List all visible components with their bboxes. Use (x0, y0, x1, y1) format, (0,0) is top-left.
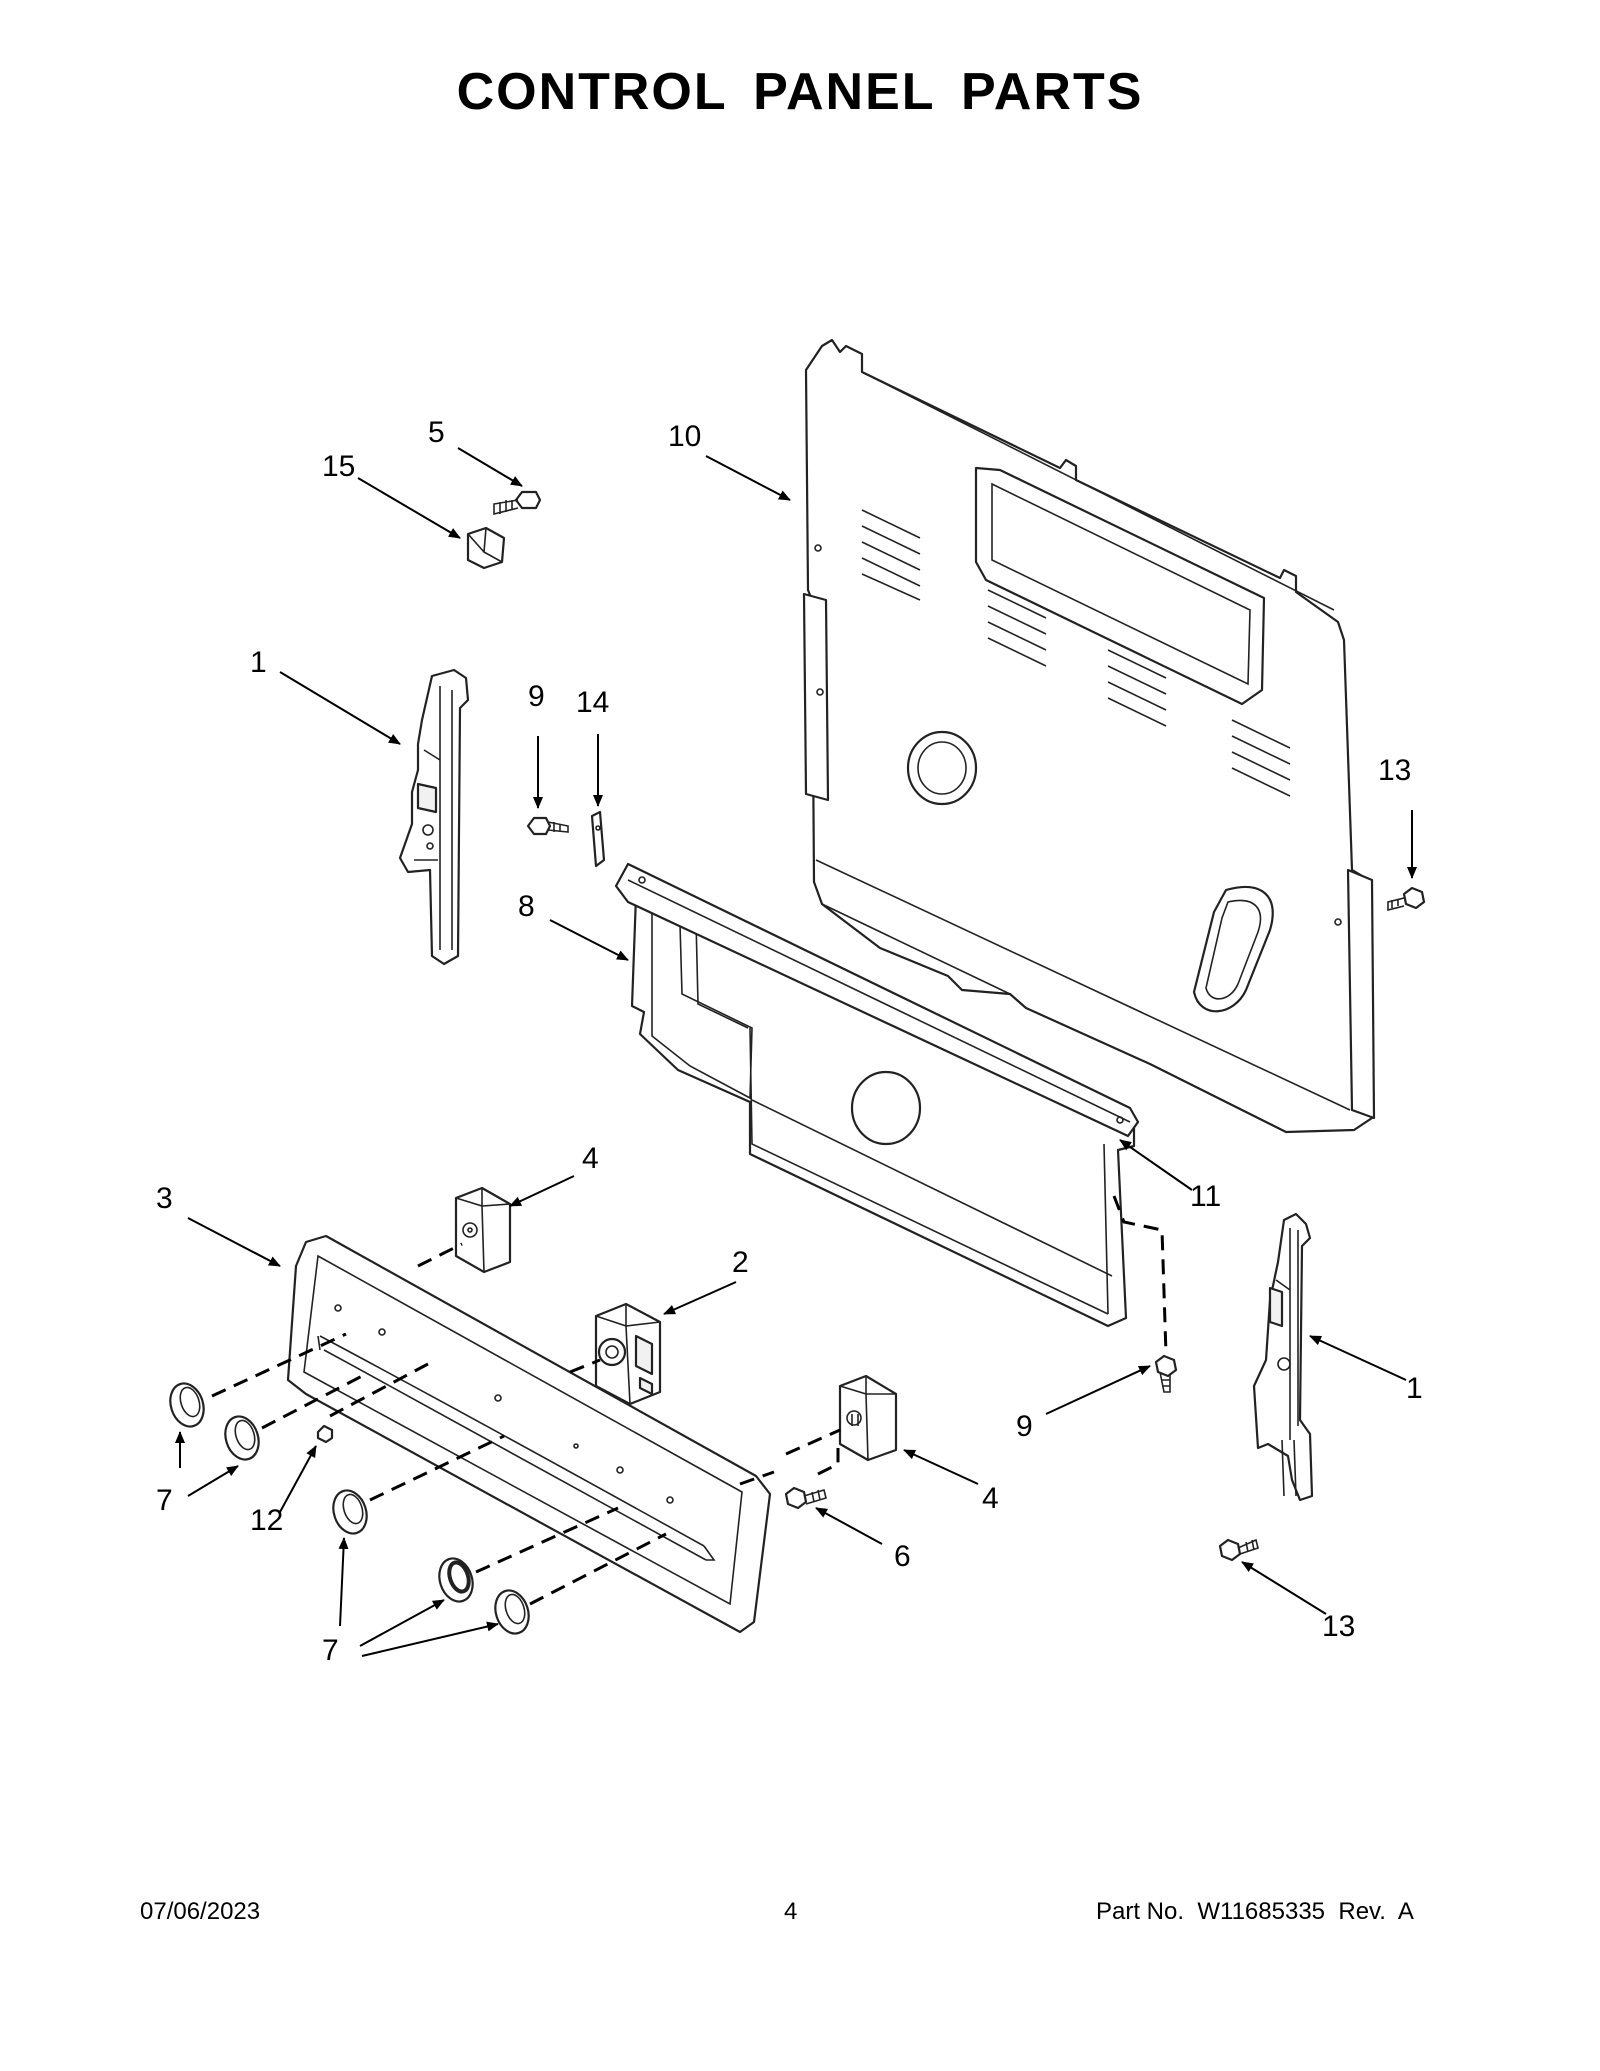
callout-10: 10 (668, 420, 701, 453)
screw-part-13-upper (1387, 886, 1426, 912)
callout-13-upper: 13 (1378, 754, 1411, 787)
callout-8: 8 (518, 890, 535, 923)
callout-6: 6 (894, 1540, 911, 1573)
control-console-part-3 (286, 1234, 772, 1634)
rear-panel-part-10 (802, 338, 1376, 1134)
callout-4-lower: 4 (982, 1482, 999, 1515)
side-bracket-right-part-1 (1252, 1212, 1314, 1502)
switch-part-4-upper (454, 1186, 512, 1274)
screw-part-13-lower (1218, 1538, 1259, 1562)
callout-14: 14 (576, 686, 609, 719)
page-title: CONTROL PANEL PARTS (456, 63, 1144, 121)
knob-part-7-e (494, 1589, 530, 1635)
callout-4-upper: 4 (582, 1142, 599, 1175)
callout-1-left: 1 (250, 646, 267, 679)
footer-part-number: Part No. W11685335 Rev. A (1096, 1898, 1414, 1925)
assembly-lines (211, 1195, 1168, 1606)
callout-5: 5 (428, 416, 445, 449)
knob-part-7-d (438, 1557, 474, 1603)
switch-part-4-lower (838, 1374, 898, 1462)
callout-2: 2 (732, 1246, 749, 1279)
callout-13-lower: 13 (1322, 1610, 1355, 1643)
callout-1-right: 1 (1406, 1372, 1423, 1405)
callout-9-upper: 9 (528, 680, 545, 713)
callout-7-upper: 7 (156, 1484, 173, 1517)
side-bracket-left-part-1 (398, 668, 470, 966)
screw-part-12 (316, 1424, 334, 1444)
callout-15: 15 (322, 450, 355, 483)
trim-strip-part-11 (614, 862, 1140, 1138)
callout-labels: 5 15 10 1 9 14 13 8 11 4 3 2 1 9 4 6 13 … (156, 416, 1423, 1667)
footer-date: 07/06/2023 (140, 1898, 261, 1925)
footer-page-number: 4 (784, 1898, 798, 1925)
screw-part-9-upper (526, 816, 569, 836)
control-module-part-2 (594, 1302, 662, 1406)
callout-7-lower: 7 (322, 1634, 339, 1667)
leader-arrows (175, 447, 1417, 1657)
knob-part-7-a (169, 1382, 205, 1428)
clip-part-15 (466, 526, 506, 570)
callout-12: 12 (250, 1504, 283, 1537)
knob-part-7-c (332, 1489, 368, 1535)
screw-part-5 (493, 490, 542, 516)
knob-part-7-b (224, 1415, 260, 1461)
callout-11: 11 (1190, 1180, 1221, 1213)
callout-9-lower: 9 (1016, 1410, 1033, 1443)
callout-3: 3 (156, 1182, 173, 1215)
bracket-part-14 (590, 810, 606, 868)
support-channel-part-8 (630, 894, 1136, 1328)
screw-part-9-lower (1154, 1354, 1178, 1393)
screw-part-6 (784, 1486, 827, 1510)
